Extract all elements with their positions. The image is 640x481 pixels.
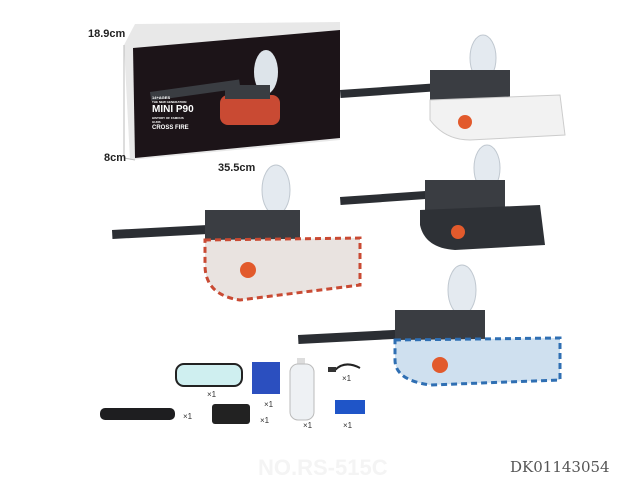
box-series: CROSS FIRE: [152, 125, 189, 131]
gun-white: [340, 34, 566, 141]
suppressor-qty: ×1: [183, 412, 193, 421]
gun-graffiti-blue: [298, 264, 562, 387]
depth-dimension: 8cm: [104, 152, 127, 164]
product-box: [123, 22, 340, 161]
goggles-qty: ×1: [207, 390, 217, 399]
usb-charger-qty: ×1: [342, 374, 352, 383]
magazine-icon: [212, 404, 250, 424]
width-dimension: 35.5cm: [218, 162, 256, 174]
battery-qty: ×1: [343, 421, 353, 430]
battery-icon: [335, 400, 365, 414]
box-guns-label: GUNS: [152, 120, 161, 124]
gel-beads-qty: ×1: [264, 400, 274, 409]
suppressor-icon: [100, 408, 175, 420]
bead-bottle-qty: ×1: [303, 421, 313, 430]
box-title: MINI P90: [152, 104, 194, 115]
bead-bottle-icon: [289, 358, 315, 421]
usb-charger-icon: [328, 363, 361, 372]
product-code: DK01143054: [510, 458, 610, 476]
magazine-qty: ×1: [260, 416, 270, 425]
height-dimension: 18.9cm: [88, 28, 126, 40]
box-subtitle: HISTORY OF FAMOUS: [152, 116, 184, 120]
model-watermark: NO.RS-515C: [258, 455, 388, 480]
box-age: 14+AGES: [152, 95, 171, 100]
gun-black: [340, 144, 545, 250]
gun-graffiti-red: [112, 164, 362, 302]
gel-beads-icon: [252, 362, 280, 394]
box-tagline: THE NEW GENERATION: [152, 100, 187, 104]
goggles-icon: [175, 363, 243, 387]
